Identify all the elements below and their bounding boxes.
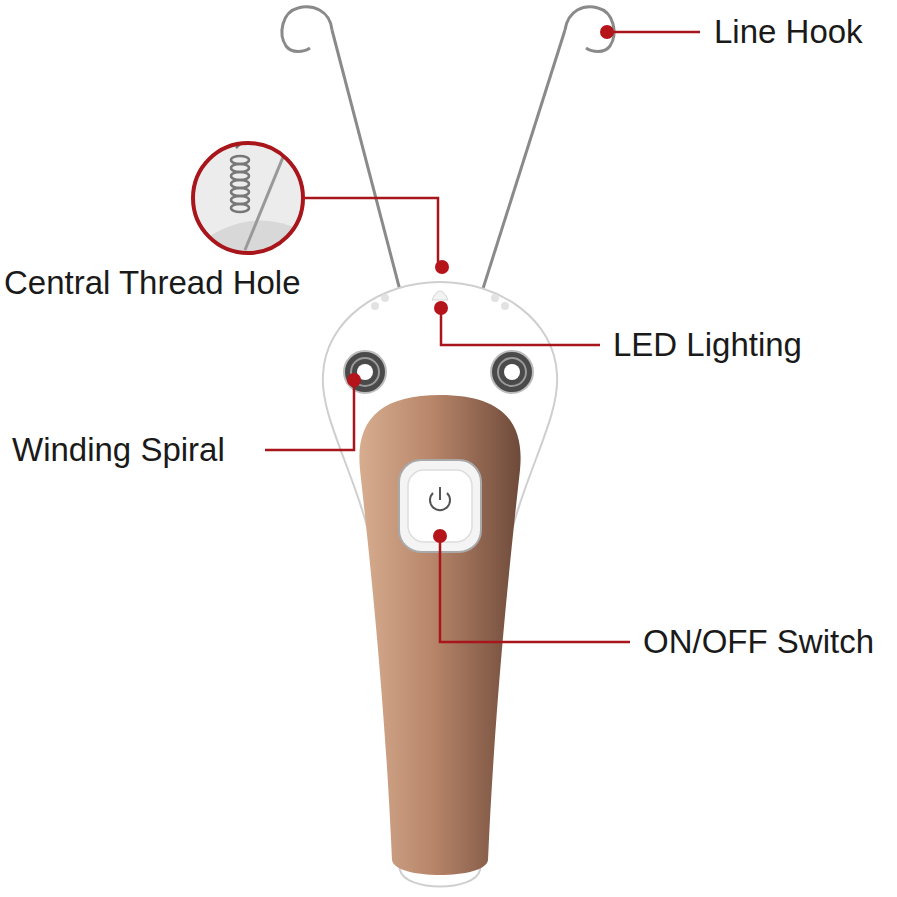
part-label: Winding Spiral xyxy=(12,431,225,469)
part-label: LED Lighting xyxy=(613,326,802,364)
thread-hole-inset xyxy=(190,140,310,260)
part-label: ON/OFF Switch xyxy=(643,623,874,661)
callout-dot xyxy=(347,25,614,543)
led-light xyxy=(432,291,448,300)
part-label: Central Thread Hole xyxy=(4,264,301,302)
power-button xyxy=(399,460,481,552)
part-label: Line Hook xyxy=(714,13,863,51)
winding-spiral xyxy=(344,351,533,393)
thread-wire xyxy=(282,7,614,298)
